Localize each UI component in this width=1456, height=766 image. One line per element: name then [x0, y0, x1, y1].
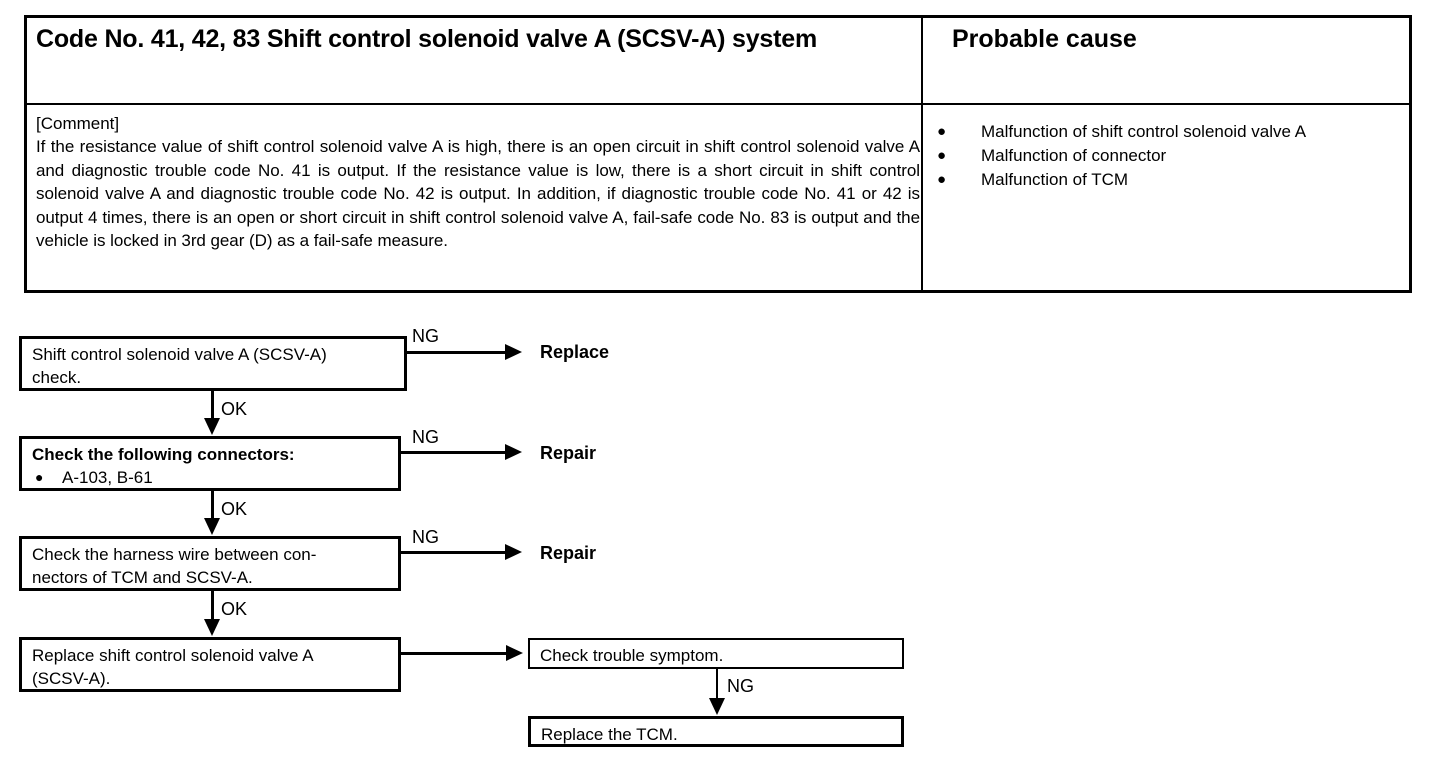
- flow-step-4-to-5-line: [401, 652, 517, 655]
- flow-step-2-connector-codes: A-103, B-61: [62, 468, 153, 487]
- flow-step-2-ng-arrowhead: [505, 444, 522, 460]
- bullet-icon: ●: [937, 171, 947, 189]
- flow-step-5-ng-line: [716, 669, 718, 704]
- cause-text: Malfunction of shift control solenoid va…: [981, 122, 1307, 142]
- list-item: ● Malfunction of shift control solenoid …: [937, 120, 1409, 144]
- comment-label: [Comment]: [36, 114, 120, 134]
- flow-step-2-ok-arrowhead: [204, 518, 220, 535]
- probable-cause-cell: ● Malfunction of shift control solenoid …: [923, 105, 1409, 290]
- flow-step-4-line2: (SCSV-A).: [32, 669, 111, 688]
- flow-step-1-ok-arrowhead: [204, 418, 220, 435]
- flow-step-2-ng-label: NG: [412, 427, 439, 447]
- table-header-row: Code No. 41, 42, 83 Shift control soleno…: [27, 18, 1409, 104]
- flow-step-1-ng-arrowhead: [505, 344, 522, 360]
- flow-step-2-connectors: ● A-103, B-61: [32, 466, 398, 489]
- flow-step-1-ng-label: NG: [412, 326, 439, 346]
- comment-cell: [Comment] If the resistance value of shi…: [27, 105, 923, 290]
- flow-step-3-ng-arrowhead: [505, 544, 522, 560]
- flow-step-3-box: Check the harness wire between con- nect…: [19, 536, 401, 591]
- bullet-icon: ●: [937, 147, 947, 165]
- flow-step-2-ng-line: [401, 451, 517, 454]
- flow-step-3-ng-line: [401, 551, 517, 554]
- code-title-cell: Code No. 41, 42, 83 Shift control soleno…: [27, 18, 923, 104]
- flow-step-4-line1: Replace shift control solenoid valve A: [32, 646, 314, 665]
- cause-text: Malfunction of connector: [981, 146, 1167, 166]
- flow-step-2-box: Check the following connectors: ● A-103,…: [19, 436, 401, 491]
- flow-step-3-line1: Check the harness wire between con-: [32, 545, 317, 564]
- flow-step-1-ng-line: [407, 351, 517, 354]
- flow-step-3-ok-arrowhead: [204, 619, 220, 636]
- flow-step-3-ng-label: NG: [412, 527, 439, 547]
- bullet-icon: ●: [937, 123, 947, 141]
- flow-step-1-ok-label: OK: [221, 399, 248, 419]
- flow-step-6-box: Replace the TCM.: [528, 716, 904, 747]
- flow-step-1-line1: Shift control solenoid valve A (SCSV-A): [32, 345, 327, 364]
- flow-step-2-ok-line: [211, 491, 214, 524]
- flow-step-3-line2: nectors of TCM and SCSV-A.: [32, 568, 253, 587]
- cause-text: Malfunction of TCM: [981, 170, 1129, 190]
- comment-body: If the resistance value of shift control…: [36, 137, 920, 251]
- flow-step-4-to-5-arrowhead: [506, 645, 523, 661]
- probable-cause-list: ● Malfunction of shift control solenoid …: [937, 120, 1409, 192]
- flow-step-3-ok-line: [211, 591, 214, 625]
- table-body-row: [Comment] If the resistance value of shi…: [27, 103, 1409, 290]
- flow-step-2-ok-label: OK: [221, 499, 248, 519]
- flow-step-5-line1: Check trouble symptom.: [540, 646, 724, 665]
- flow-step-5-ng-arrowhead: [709, 698, 725, 715]
- flow-step-2-ng-result: Repair: [540, 443, 597, 463]
- flow-step-1-ng-result: Replace: [540, 342, 610, 362]
- flow-step-3-ok-label: OK: [221, 599, 248, 619]
- flow-step-6-line1: Replace the TCM.: [541, 725, 678, 744]
- probable-cause-header-cell: Probable cause: [923, 18, 1409, 103]
- bullet-icon: ●: [35, 469, 44, 485]
- flow-step-5-ng-label: NG: [727, 676, 754, 696]
- flow-step-4-box: Replace shift control solenoid valve A (…: [19, 637, 401, 692]
- probable-cause-heading: Probable cause: [952, 25, 1137, 53]
- list-item: ● Malfunction of connector: [937, 144, 1409, 168]
- flow-step-5-box: Check trouble symptom.: [528, 638, 904, 669]
- flow-step-1-ok-line: [211, 391, 214, 424]
- list-item: ● Malfunction of TCM: [937, 168, 1409, 192]
- flow-step-1-box: Shift control solenoid valve A (SCSV-A) …: [19, 336, 407, 391]
- flow-step-3-ng-result: Repair: [540, 543, 597, 563]
- flow-step-2-title: Check the following connectors:: [32, 445, 295, 464]
- flow-step-1-line2: check.: [32, 368, 82, 387]
- page-title: Code No. 41, 42, 83 Shift control soleno…: [36, 25, 817, 53]
- dtc-info-table: Code No. 41, 42, 83 Shift control soleno…: [24, 15, 1412, 293]
